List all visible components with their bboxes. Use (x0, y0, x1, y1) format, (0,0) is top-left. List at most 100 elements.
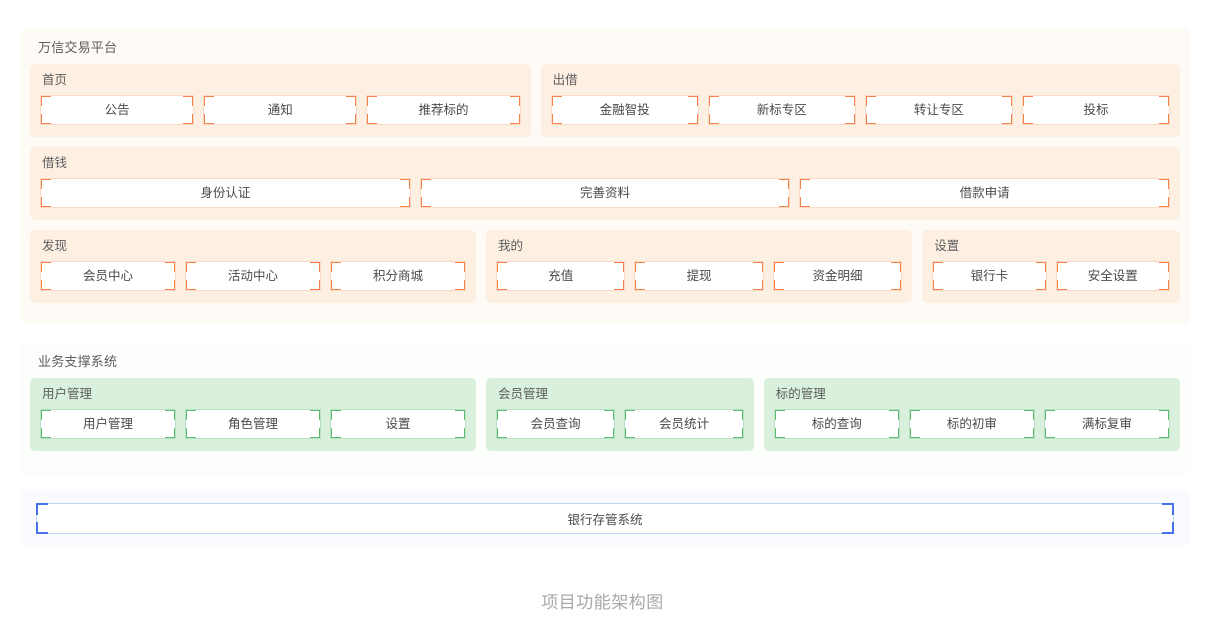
corner-bracket-icon (509, 96, 520, 106)
leaf-label: 投标 (1083, 102, 1109, 117)
leaf-label: 资金明细 (812, 268, 863, 283)
leaf-item-transfer-zone[interactable]: 转让专区 (864, 95, 1013, 125)
corner-bracket-icon (41, 96, 51, 106)
leaf-item-fund-details[interactable]: 资金明细 (772, 261, 903, 291)
leaf-item-smart-invest[interactable]: 金融智投 (550, 95, 699, 125)
leaf-item-target-query[interactable]: 标的查询 (773, 409, 900, 439)
panel-label-mine: 我的 (498, 239, 524, 253)
corner-bracket-icon (165, 262, 175, 272)
leaf-item-points-mall[interactable]: 积分商城 (330, 261, 466, 291)
corner-bracket-icon (497, 262, 508, 272)
leaf-label: 会员统计 (659, 416, 710, 431)
corner-bracket-icon (774, 428, 785, 438)
corner-bracket-icon (604, 428, 615, 438)
leaf-item-settings[interactable]: 设置 (330, 409, 466, 439)
panel-label-user-management: 用户管理 (42, 387, 93, 401)
corner-bracket-icon (1162, 503, 1174, 515)
corner-bracket-icon (891, 280, 902, 290)
leaf-item-activity-center[interactable]: 活动中心 (185, 261, 321, 291)
corner-bracket-icon (399, 179, 410, 189)
panel-user-management: 用户管理 用户管理 角色管理 (30, 378, 477, 451)
corner-bracket-icon (497, 428, 508, 438)
leaf-item-recharge[interactable]: 充值 (496, 261, 626, 291)
corner-bracket-icon (455, 262, 465, 272)
corner-bracket-icon (1162, 522, 1174, 534)
panel-label-lend: 出借 (552, 73, 578, 87)
leaf-item-user-management[interactable]: 用户管理 (40, 409, 176, 439)
corner-bracket-icon (604, 410, 615, 420)
leaf-item-member-statistics[interactable]: 会员统计 (624, 409, 744, 439)
corner-bracket-icon (165, 280, 175, 290)
corner-bracket-icon (1056, 280, 1067, 290)
leaf-label: 金融智投 (599, 102, 650, 117)
corner-bracket-icon (1001, 114, 1012, 124)
corner-bracket-icon (41, 262, 51, 272)
corner-bracket-icon (186, 410, 196, 420)
corner-bracket-icon (40, 179, 51, 189)
corner-bracket-icon (186, 262, 196, 272)
corner-bracket-icon (800, 197, 811, 207)
leaf-item-bidding[interactable]: 投标 (1021, 95, 1170, 125)
leaf-label: 提现 (686, 268, 712, 283)
leaf-item-identity-verification[interactable]: 身份认证 (40, 178, 411, 208)
corner-bracket-icon (40, 197, 51, 207)
leaf-item-role-management[interactable]: 角色管理 (185, 409, 321, 439)
corner-bracket-icon (752, 262, 763, 272)
leaf-item-loan-application[interactable]: 借款申请 (799, 178, 1171, 208)
corner-bracket-icon (1159, 179, 1170, 189)
leaf-row: 公告 通知 推荐标的 (40, 95, 521, 125)
leaf-item-member-center[interactable]: 会员中心 (40, 261, 176, 291)
leaf-row: 用户管理 角色管理 设置 (40, 409, 466, 439)
corner-bracket-icon (367, 96, 378, 106)
corner-bracket-icon (331, 280, 341, 290)
panel-member-management: 会员管理 会员查询 会员统计 (486, 378, 754, 451)
corner-bracket-icon (551, 114, 562, 124)
leaf-item-recommended-target[interactable]: 推荐标的 (366, 95, 521, 125)
panel-label-discover: 发现 (42, 239, 68, 253)
corner-bracket-icon (732, 428, 743, 438)
corner-bracket-icon (1056, 262, 1067, 272)
corner-bracket-icon (891, 262, 902, 272)
corner-bracket-icon (1022, 96, 1033, 106)
corner-bracket-icon (497, 280, 508, 290)
leaf-item-new-target-zone[interactable]: 新标专区 (707, 95, 856, 125)
leaf-item-security-settings[interactable]: 安全设置 (1055, 261, 1170, 291)
corner-bracket-icon (708, 96, 719, 106)
corner-bracket-icon (204, 114, 215, 124)
corner-bracket-icon (888, 428, 899, 438)
corner-bracket-icon (1158, 428, 1169, 438)
leaf-row: 充值 提现 资金明细 (496, 261, 903, 291)
leaf-item-complete-profile[interactable]: 完善资料 (419, 178, 791, 208)
leaf-item-bank-depository[interactable]: 银行存管系统 (36, 503, 1174, 534)
leaf-item-withdraw[interactable]: 提现 (634, 261, 764, 291)
leaf-item-full-target-review[interactable]: 满标复审 (1043, 409, 1170, 439)
corner-bracket-icon (614, 262, 625, 272)
system-title-business-support: 业务支撑系统 (38, 354, 118, 369)
panel-row: 发现 会员中心 活动中心 (30, 230, 1180, 303)
corner-bracket-icon (1022, 114, 1033, 124)
leaf-item-member-query[interactable]: 会员查询 (496, 409, 616, 439)
corner-bracket-icon (687, 96, 698, 106)
leaf-item-notification[interactable]: 通知 (203, 95, 358, 125)
panel-target-management: 标的管理 标的查询 标的初审 (763, 378, 1180, 451)
corner-bracket-icon (509, 114, 520, 124)
leaf-row: 银行卡 安全设置 (932, 261, 1170, 291)
corner-bracket-icon (1159, 96, 1169, 106)
leaf-item-target-first-review[interactable]: 标的初审 (908, 409, 1035, 439)
corner-bracket-icon (331, 262, 341, 272)
leaf-label: 公告 (104, 102, 130, 117)
leaf-item-notice[interactable]: 公告 (40, 95, 195, 125)
corner-bracket-icon (774, 410, 785, 420)
corner-bracket-icon (1044, 428, 1055, 438)
corner-bracket-icon (551, 96, 562, 106)
panel-home: 首页 公告 通知 (30, 64, 531, 137)
corner-bracket-icon (773, 262, 784, 272)
leaf-label: 活动中心 (227, 268, 278, 283)
leaf-item-bank-card[interactable]: 银行卡 (932, 261, 1047, 291)
leaf-label: 安全设置 (1087, 268, 1138, 283)
corner-bracket-icon (367, 114, 378, 124)
corner-bracket-icon (625, 428, 636, 438)
corner-bracket-icon (183, 114, 194, 124)
corner-bracket-icon (346, 96, 357, 106)
